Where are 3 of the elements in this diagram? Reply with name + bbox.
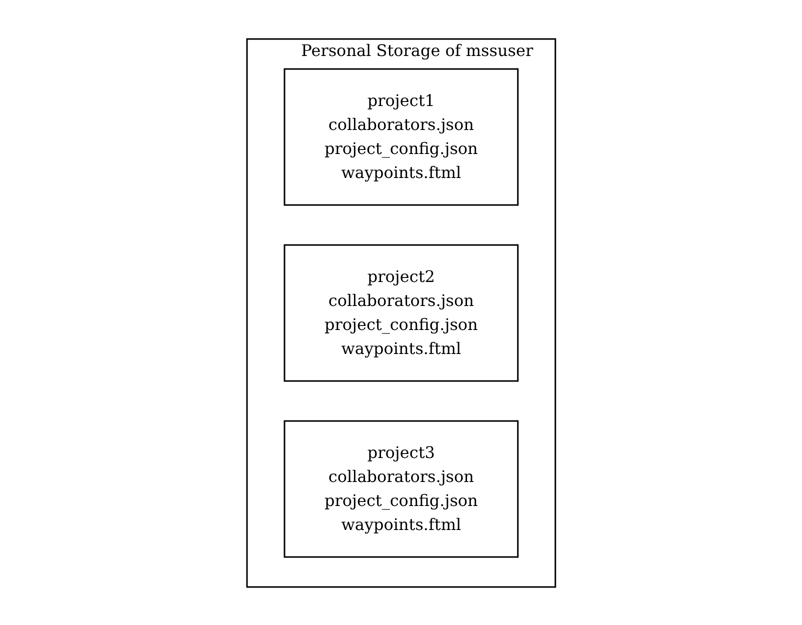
node-box: project1 collaborators.json project_config.json waypoints.ftml bbox=[284, 68, 518, 206]
node-box: project3 collaborators.json project_config.json waypoints.ftml bbox=[284, 420, 518, 558]
node-box: project2 collaborators.json project_config.json waypoints.ftml bbox=[284, 244, 518, 382]
